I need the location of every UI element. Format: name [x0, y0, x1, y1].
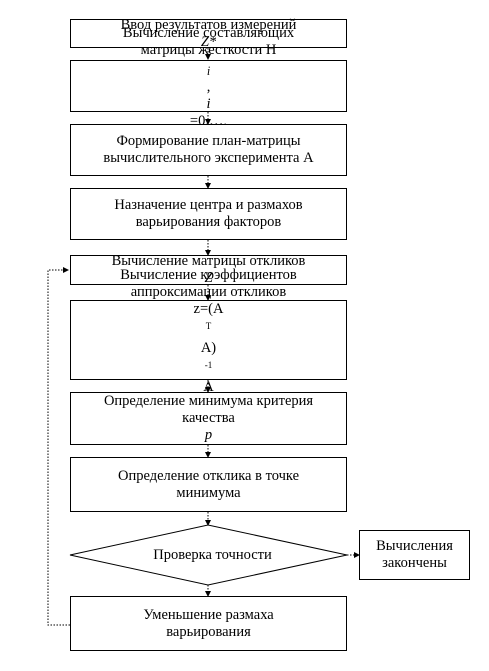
step-reduce-line2: варьирования — [166, 623, 251, 640]
formula-sup-inv: -1 — [204, 360, 213, 370]
step-coeffs-line2: аппроксимации откликов — [130, 284, 287, 301]
step-respmin-line2: минимума — [176, 484, 241, 501]
step-done-line1: Вычисления — [376, 538, 453, 554]
step-coefficients: Вычисление коэффициентов аппроксимации о… — [70, 267, 347, 412]
step-coeffs-line1: Вычисление коэффициентов — [120, 267, 297, 284]
step-stiffness-line1: Вычисление составляющих — [122, 24, 295, 41]
check-diamond — [69, 524, 348, 586]
step-minimum-line2: качества p — [104, 410, 313, 444]
stiffness-subscript: i — [206, 63, 211, 78]
formula-part-c: A — [203, 378, 214, 395]
minimum-label: качества — [182, 410, 235, 426]
step-plan-matrix: Формирование план-матрицы вычислительног… — [70, 124, 347, 176]
stiffness-label: матрицы жесткости H — [140, 41, 277, 58]
minimum-var: p — [204, 427, 213, 443]
step-done: Вычисления закончены — [359, 530, 470, 580]
step-center-line2: варьирования факторов — [135, 214, 282, 230]
step-plan-line2: вычислительного эксперимента A — [103, 150, 314, 166]
step-respmin-line1: Определение отклика в точке — [117, 467, 300, 484]
stiffness-index: i — [206, 96, 211, 113]
formula-sup-t: T — [205, 321, 212, 332]
step-done-line2: закончены — [382, 555, 447, 571]
step-response-matrix: Вычисление матрицы откликов Z — [70, 253, 347, 286]
step-minimum: Определение минимума критерия качества p — [70, 392, 347, 445]
stiffness-sep: , — [206, 79, 211, 96]
step-minimum-line1: Определение минимума критерия — [103, 393, 314, 409]
step-reduce-line1: Уменьшение размаха — [143, 606, 274, 623]
step-center-line1: Назначение центра и размахов — [114, 197, 303, 213]
step-response-text: Вычисление матрицы откликов — [111, 253, 306, 269]
step-response-at-min: Определение отклика в точке минимума — [70, 457, 347, 512]
arrow-loop-back — [47, 267, 70, 626]
step-input-var: Z* — [200, 33, 217, 50]
step-center: Назначение центра и размахов варьировани… — [70, 188, 347, 240]
step-input-text: Ввод результатов измерений — [120, 16, 297, 33]
step-reduce: Уменьшение размаха варьирования — [70, 596, 347, 651]
formula-part-b: A) — [200, 340, 217, 356]
check-label: Проверка точности — [153, 546, 272, 563]
formula-part-a: z=(A — [193, 301, 224, 318]
step-input: Ввод результатов измерений Z* — [70, 16, 347, 50]
step-plan-line1: Формирование план-матрицы — [116, 133, 301, 149]
step-response-var: Z — [204, 270, 213, 286]
step-stiffness: Вычисление составляющих матрицы жесткост… — [70, 25, 347, 146]
